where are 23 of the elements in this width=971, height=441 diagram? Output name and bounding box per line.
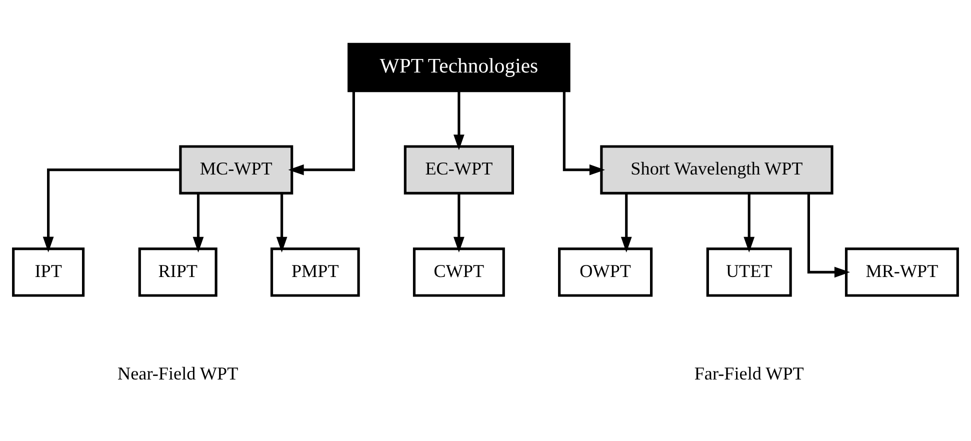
label: Near-Field WPT: [118, 362, 238, 383]
arrow: [288, 90, 355, 175]
node-box: EC-WPT: [404, 144, 514, 194]
arrow: [562, 90, 606, 175]
arrow: [744, 193, 755, 252]
arrow: [192, 193, 204, 252]
arrow: [276, 193, 288, 252]
node-box: IPT: [12, 247, 85, 296]
node-box: MC-WPT: [179, 144, 294, 194]
arrow: [620, 193, 632, 252]
node-box: UTET: [706, 247, 792, 296]
label: Far-Field WPT: [694, 362, 804, 383]
arrow: [807, 193, 850, 278]
node-box: CWPT: [412, 247, 505, 296]
node-box: WPT Technologies: [348, 42, 570, 92]
node-box: OWPT: [558, 247, 653, 296]
arrow: [454, 193, 464, 252]
node-box: PMPT: [270, 247, 360, 296]
arrow: [454, 90, 464, 150]
node-box: MR-WPT: [844, 247, 959, 296]
arrow: [42, 168, 180, 252]
node-box: Short Wavelength WPT: [600, 144, 834, 194]
node-box: RIPT: [138, 247, 218, 296]
